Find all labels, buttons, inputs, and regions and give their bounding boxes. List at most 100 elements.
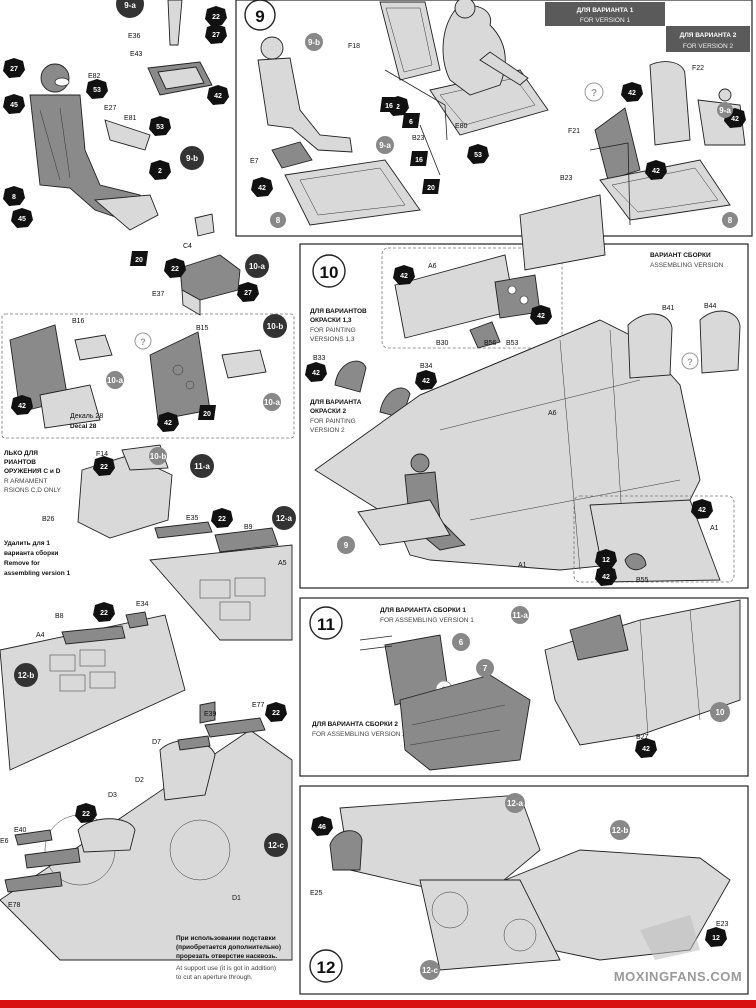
ref-7 [476, 659, 494, 677]
part-d1: D1 [232, 895, 241, 902]
support-ru-2: (приобретается дополнительно) [176, 943, 281, 951]
ref-12b-step12 [610, 820, 630, 840]
part-e25: E25 [310, 890, 323, 897]
part-b16: B16 [72, 318, 85, 325]
badge-9a-step9 [376, 136, 394, 154]
support-ru-3: прорезать отверстие насквозь. [176, 953, 277, 960]
cockpit-floor-step9 [284, 159, 421, 226]
painting13-ru-2: ОКРАСКИ 1,3 [310, 317, 352, 324]
part-b55: B55 [636, 577, 649, 584]
part-a5: A5 [278, 560, 287, 567]
step-9-number: 9 [255, 7, 264, 26]
svg-text:9: 9 [344, 541, 349, 550]
step-11-badge [309, 606, 343, 640]
svg-text:12-c: 12-c [422, 966, 439, 975]
tailwheel-b55 [624, 553, 647, 571]
arm-ru-3: ОРУЖЕНИЯ C и D [4, 468, 61, 475]
remove-en-2: assembling version 1 [4, 570, 70, 577]
paint-22-10a: 22 [171, 266, 179, 273]
canopy-b41 [627, 310, 741, 379]
footer-strip [0, 1000, 756, 1008]
ref-12a-step12 [505, 793, 525, 813]
ref-10b [149, 447, 167, 465]
svg-text:?: ? [687, 357, 693, 367]
part-d7: D7 [152, 739, 161, 746]
step-10-number: 10 [320, 263, 339, 282]
assembling-en: ASSEMBLING VERSION [650, 262, 724, 269]
step-12-badge [309, 949, 343, 983]
ref-9-step10 [337, 536, 355, 554]
paint-16: 16 [415, 157, 423, 164]
paint-20: 20 [427, 185, 435, 192]
svg-text:7: 7 [483, 664, 488, 673]
part-b8: B8 [55, 613, 64, 620]
painting13-ru-1: ДЛЯ ВАРИАНТОВ [310, 308, 367, 315]
part-e78: E78 [8, 902, 21, 909]
painting2-en-1: FOR PAINTING [310, 418, 356, 425]
part-a4: A4 [36, 632, 45, 639]
ref-10-step11 [710, 702, 730, 722]
part-f18: F18 [348, 43, 360, 50]
arm-en-2: RSIONS C,D ONLY [4, 487, 62, 494]
pedal-rod [419, 124, 441, 176]
part-d7-shape [177, 735, 211, 751]
part-e81: E81 [124, 115, 137, 122]
spar-e34 [125, 611, 149, 629]
paint-42-v2c: 42 [731, 116, 739, 123]
part-b9: B9 [244, 524, 253, 531]
step-9-badge [244, 0, 276, 31]
part-a6: A6 [428, 263, 437, 270]
badge-12a [272, 506, 296, 530]
part-b53: B53 [506, 340, 519, 347]
paint-22-9a: 22 [212, 14, 220, 21]
part-e37: E37 [152, 291, 165, 298]
paint-20-b15: 20 [203, 411, 211, 418]
asm2-en: FOR ASSEMBLING VERSION 2 [312, 731, 406, 738]
banner-version-1 [545, 2, 665, 26]
paint-20-9b: 20 [135, 257, 143, 264]
part-e27: E27 [104, 105, 117, 112]
paint-22-12b: 22 [100, 610, 108, 617]
part-b23: B23 [412, 135, 425, 142]
step-11-number: 11 [317, 615, 335, 634]
svg-text:12-b: 12-b [18, 671, 35, 680]
part-b56: B56 [484, 340, 497, 347]
paint-16-flag: 16 [380, 97, 398, 112]
part-e39: E39 [204, 711, 217, 718]
arm-en-1: R ARMAMENT [4, 478, 47, 485]
support-ru-1: При использовании подставки [176, 935, 276, 942]
support-en-1: At support use (it is got in addition) [176, 965, 276, 972]
paint-42-a6: 42 [400, 273, 408, 280]
svg-text:12-a: 12-a [507, 799, 524, 808]
paint-6: 6 [409, 119, 413, 126]
wheel-well-d3 [77, 818, 136, 853]
paint-42-9a: 42 [214, 93, 222, 100]
svg-text:?: ? [140, 337, 146, 347]
support-en-2: to cut an aperture through. [176, 974, 253, 981]
paint-42-v2a: 42 [628, 90, 636, 97]
paint-22-12a: 22 [218, 516, 226, 523]
part-e78-shape [4, 871, 63, 893]
part-a6-fuselage: A6 [548, 410, 557, 417]
part-b30: B30 [436, 340, 449, 347]
fuselage-step11 [544, 599, 741, 746]
badge-9b [180, 146, 204, 170]
paint-12-b55: 12 [602, 557, 610, 564]
svg-text:6: 6 [459, 638, 464, 647]
paint-42-b55: 42 [602, 574, 610, 581]
part-b33: B33 [313, 355, 326, 362]
banner-v1-en: FOR VERSION 1 [580, 17, 631, 24]
svg-text:9-a: 9-a [379, 141, 391, 150]
step-12-number: 12 [317, 958, 336, 977]
paint-53-e81: 53 [156, 124, 164, 131]
badge-10a [245, 254, 269, 278]
paint-22-e77: 22 [272, 710, 280, 717]
remove-ru-2: варианта сборки [4, 549, 58, 557]
part-a1: A1 [518, 562, 527, 569]
svg-text:10-a: 10-a [264, 398, 281, 407]
spar-b9 [214, 527, 279, 553]
svg-text:12-b: 12-b [612, 826, 629, 835]
cockpit-floor-version-1 [429, 0, 549, 136]
armor-plate-inset [519, 194, 606, 271]
